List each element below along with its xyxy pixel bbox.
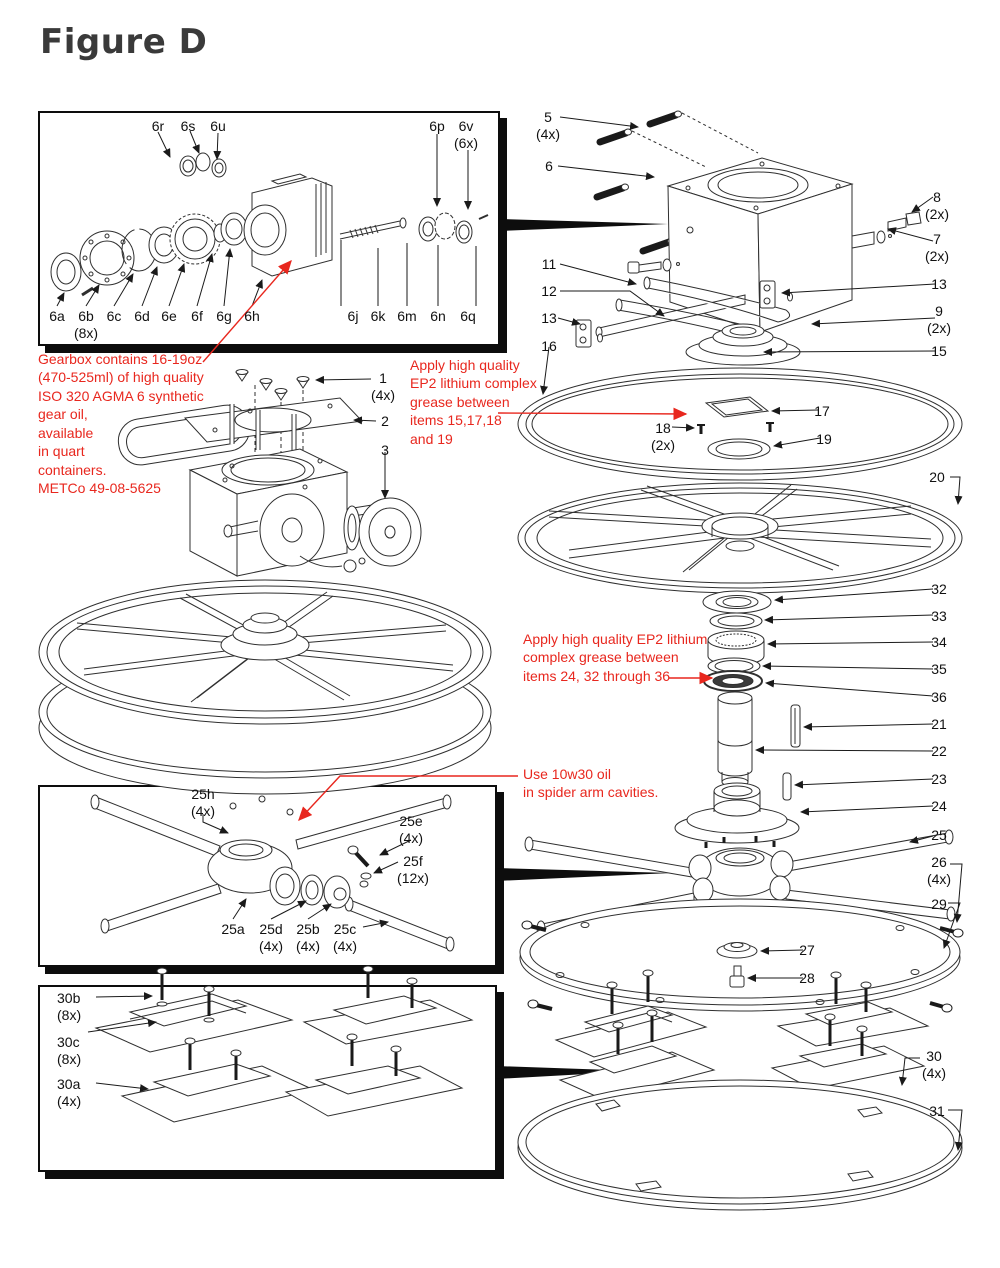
- callout-20: 20: [929, 469, 945, 485]
- callout-13-left: 13: [541, 310, 557, 326]
- callout-25f: 25f (12x): [397, 853, 429, 886]
- callout-36: 36: [931, 689, 947, 705]
- callout-35: 35: [931, 661, 947, 677]
- callout-22: 22: [931, 743, 947, 759]
- callout-6n: 6n: [430, 308, 446, 324]
- callout-34: 34: [931, 634, 947, 650]
- callout-13-right: 13: [931, 276, 947, 292]
- callout-6h: 6h: [244, 308, 260, 324]
- callout-18: 18 (2x): [650, 420, 676, 453]
- callout-30a: 30a (4x): [57, 1076, 82, 1109]
- note-grease-lower: Apply high quality EP2 lithium complex g…: [523, 631, 708, 684]
- callout-30: 30 (4x): [921, 1048, 947, 1081]
- callout-25: 25: [931, 827, 947, 843]
- callout-25e: 25e (4x): [398, 813, 424, 846]
- callout-6u: 6u: [210, 118, 226, 134]
- callout-16: 16: [541, 338, 557, 354]
- note-gearbox-oil: Gearbox contains 16-19oz (470-525ml) of …: [38, 351, 204, 497]
- note-spider-oil: Use 10w30 oil in spider arm cavities.: [523, 766, 659, 801]
- callout-25c: 25c (4x): [332, 921, 358, 954]
- callout-23: 23: [931, 771, 947, 787]
- callout-6f: 6f: [191, 308, 203, 324]
- callout-6a: 6a: [49, 308, 65, 324]
- callout-27: 27: [799, 942, 815, 958]
- callout-3: 3: [381, 442, 389, 458]
- callout-6s: 6s: [180, 118, 196, 134]
- callout-6g: 6g: [216, 308, 232, 324]
- callout-6r: 6r: [151, 118, 165, 134]
- callout-6b: 6b (8x): [73, 308, 99, 341]
- callout-11: 11: [541, 256, 557, 272]
- callout-30b: 30b (8x): [57, 990, 82, 1023]
- callout-31: 31: [929, 1103, 945, 1119]
- callout-7: 7 (2x): [924, 231, 950, 264]
- callout-15: 15: [931, 343, 947, 359]
- callout-26: 26 (4x): [926, 854, 952, 887]
- callout-17: 17: [814, 403, 830, 419]
- callout-6k: 6k: [370, 308, 386, 324]
- callout-5: 5 (4x): [535, 109, 561, 142]
- callout-6-main: 6: [545, 158, 553, 174]
- note-grease-upper: Apply high quality EP2 lithium complex g…: [410, 357, 537, 447]
- callout-29: 29: [931, 896, 947, 912]
- callout-30c: 30c (8x): [57, 1034, 82, 1067]
- callout-19: 19: [816, 431, 832, 447]
- callout-8: 8 (2x): [924, 189, 950, 222]
- callout-6m: 6m: [397, 308, 417, 324]
- callout-25d: 25d (4x): [258, 921, 284, 954]
- callout-25a: 25a: [221, 921, 245, 937]
- callout-6d: 6d: [134, 308, 150, 324]
- callout-33: 33: [931, 608, 947, 624]
- callout-9: 9 (2x): [926, 303, 952, 336]
- callout-32: 32: [931, 581, 947, 597]
- callout-12: 12: [541, 283, 557, 299]
- callout-21: 21: [931, 716, 947, 732]
- callout-2: 2: [381, 413, 389, 429]
- callout-25h: 25h (4x): [190, 786, 216, 819]
- callout-1: 1 (4x): [370, 370, 396, 403]
- figure-title: Figure D: [40, 22, 208, 62]
- callout-28: 28: [799, 970, 815, 986]
- callout-6c: 6c: [106, 308, 122, 324]
- callout-6p: 6p: [429, 118, 445, 134]
- float-detail-box: [38, 985, 497, 1172]
- callout-6e: 6e: [161, 308, 177, 324]
- callout-25b: 25b (4x): [295, 921, 321, 954]
- callout-6j: 6j: [347, 308, 359, 324]
- callout-6q: 6q: [460, 308, 476, 324]
- callout-6v: 6v (6x): [453, 118, 479, 151]
- callout-24: 24: [931, 798, 947, 814]
